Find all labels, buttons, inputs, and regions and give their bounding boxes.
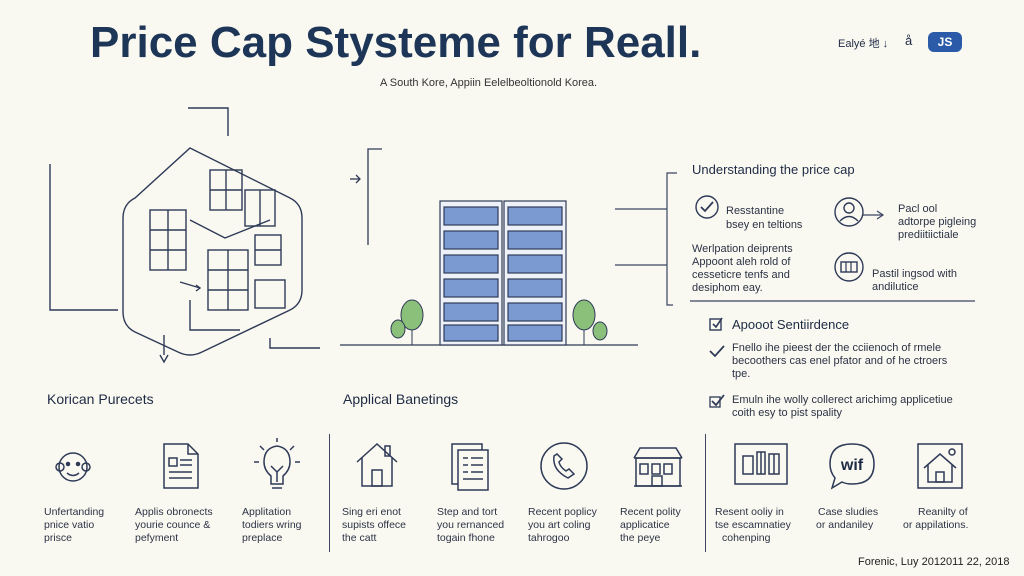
section-left-heading: Korican Purecets — [47, 391, 154, 407]
caption-1-line-2: pnice vatio — [44, 519, 95, 531]
caption-7-line-3: the peye — [620, 532, 661, 544]
sentiment-item-1-line-3: tpe. — [732, 368, 751, 380]
caption-5-line-3: togain fhone — [437, 532, 495, 544]
storefront-icon — [633, 447, 683, 487]
price-cap-item-3-line-4: desiphom eay. — [692, 282, 763, 294]
price-cap-item-1-line-2: bsey en teltions — [726, 219, 803, 231]
toolbox-circle-icon — [834, 252, 864, 282]
section-middle-heading: Applical Banetings — [343, 391, 459, 407]
sentiment-item-1-line-1: Fnello ihe pieest der the cciienoch of r… — [732, 342, 942, 354]
header-tool-glyph[interactable]: å — [905, 33, 913, 48]
caption-8-line-3: cohenping — [722, 532, 771, 544]
caption-6-line-3: tahrogoo — [528, 532, 570, 544]
sentiment-item-2-line-1: Emuln ihe wolly collerect arichimg appli… — [732, 394, 953, 406]
house-frame-icon — [917, 443, 963, 489]
face-icon — [55, 452, 91, 482]
caption-6-line-1: Recent poplicy — [528, 506, 597, 518]
caption-4-line-2: supists offece — [342, 519, 407, 531]
sentiment-heading: Apooot Sentiirdence — [732, 317, 850, 332]
check-box-icon — [709, 394, 725, 408]
section-divider-1 — [329, 434, 330, 552]
caption-8-line-2: tse escamnatiey — [715, 519, 791, 531]
caption-1-line-3: prisce — [44, 532, 73, 544]
price-cap-item-2-line-1: Pacl ool — [898, 203, 938, 215]
caption-3-line-2: todiers wring — [242, 519, 302, 531]
caption-9-line-2: or andaniley — [816, 519, 874, 531]
caption-3-line-1: Applitation — [242, 506, 292, 518]
price-cap-item-3-line-3: cesseticre tenfs and — [692, 269, 790, 281]
caption-4-line-3: the catt — [342, 532, 377, 544]
caption-5-line-2: you rernanced — [437, 519, 505, 531]
footer-date: Forenic, Luy 2012011 22, 2018 — [858, 556, 1010, 568]
building-left-tower — [439, 200, 503, 346]
sentiment-item-2-line-2: coith esy to pist spality — [732, 407, 843, 419]
check-icon — [709, 345, 725, 358]
caption-2-line-1: Applis obronects — [135, 506, 213, 518]
note-icon — [709, 317, 723, 331]
price-cap-item-2-line-2: adtorpe pigleing — [898, 216, 977, 228]
header-tool-text[interactable]: Ealyé 地 ↓ — [838, 38, 889, 50]
document-icon — [163, 443, 199, 489]
price-cap-item-1-line-1: Resstantine — [726, 205, 785, 217]
page-title: Price Cap Stysteme for Reall. — [90, 18, 702, 67]
isometric-building-illustration — [49, 107, 320, 364]
caption-7-line-2: applicatice — [620, 519, 670, 531]
caption-7-line-1: Recent polity — [620, 506, 681, 518]
caption-6-line-2: you art coling — [528, 519, 591, 531]
caption-8-line-1: Resent ooliy in — [715, 506, 784, 518]
chat-bubble-icon: wif — [829, 443, 875, 490]
house-icon — [356, 442, 398, 487]
user-circle-icon — [834, 197, 864, 227]
caption-1-line-1: Unfertanding — [44, 506, 105, 518]
chat-bubble-text: wif — [840, 457, 864, 474]
caption-5-line-1: Step and tort — [437, 506, 498, 518]
price-cap-item-3-line-1: Werlpation deiprents — [692, 243, 793, 255]
phone-circle-icon — [540, 442, 588, 490]
price-cap-heading: Understanding the price cap — [692, 162, 855, 177]
document-list-icon — [451, 443, 489, 491]
caption-10-line-2: or appilations. — [903, 519, 969, 531]
page-subtitle: A South Kore, Appiin Eelelbeoltionold Ko… — [380, 77, 598, 89]
price-cap-item-4-line-2: andilutice — [872, 281, 919, 293]
tree-icons — [390, 299, 608, 345]
price-cap-item-2-line-3: prediitiictiale — [898, 229, 959, 241]
price-cap-item-3-line-2: Appoont aleh rold of — [692, 256, 791, 268]
price-cap-item-4-line-1: Pastil ingsod with — [872, 268, 957, 280]
caption-10-line-1: Reanilty of — [918, 506, 968, 518]
caption-2-line-3: pefyment — [135, 532, 179, 544]
caption-4-line-1: Sing eri enot — [342, 506, 401, 518]
caption-3-line-3: preplace — [242, 532, 283, 544]
caption-9-line-1: Case sludies — [818, 506, 879, 518]
caption-2-line-2: yourie counce & — [135, 519, 211, 531]
building-right-tower — [503, 200, 567, 346]
apartment-building-illustration — [340, 148, 638, 346]
right-panel-connectors — [615, 172, 975, 306]
checkmark-circle-icon — [695, 195, 719, 219]
building-box-icon — [734, 443, 788, 485]
lightbulb-icon — [254, 438, 300, 489]
js-badge[interactable]: JS — [928, 32, 962, 52]
sentiment-item-1-line-2: becoothers cas enel pfator and of he ctr… — [732, 355, 948, 367]
section-divider-2 — [705, 434, 706, 552]
